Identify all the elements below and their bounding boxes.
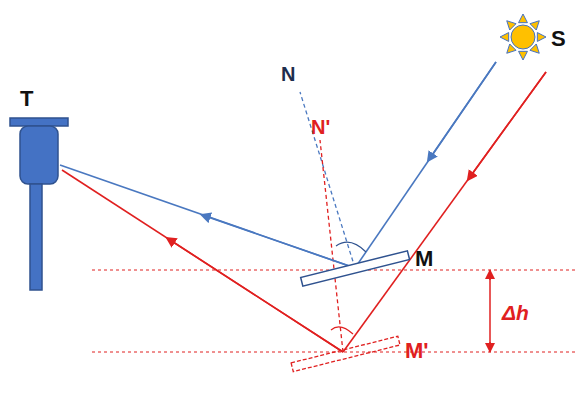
sun-ray (530, 21, 539, 30)
normal-label: N' (311, 117, 330, 137)
sun-ray (530, 44, 539, 53)
sun-ray (519, 51, 528, 60)
height-difference-label: Δh (502, 302, 529, 323)
sun-ray (537, 33, 546, 42)
sun-ray (507, 21, 516, 30)
sun-ray (507, 44, 516, 53)
normal-label: N (281, 64, 295, 84)
sun-ray (500, 33, 509, 42)
sun-ray (519, 14, 528, 23)
mirror-label: M (415, 248, 433, 270)
sun-label: S (551, 28, 566, 50)
mirror-label: M' (405, 340, 429, 362)
instrument-label: T (20, 88, 33, 110)
